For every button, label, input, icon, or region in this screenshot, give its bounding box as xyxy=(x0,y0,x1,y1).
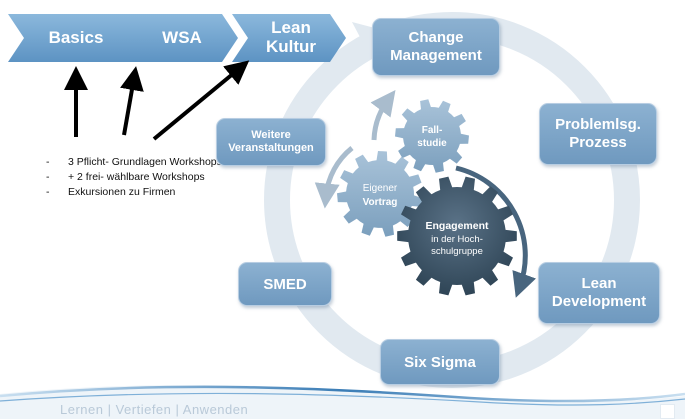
footer-wave-line-2 xyxy=(0,392,685,406)
chevron-lean-kultur-label: Lean Kultur xyxy=(265,18,317,56)
requirements-list: 3 Pflicht- Grundlagen Workshops + 2 frei… xyxy=(44,156,244,201)
gear-cycle-arrow-left xyxy=(314,146,354,209)
gear-cycle-arrow-right xyxy=(455,165,536,298)
chevron-wsa[interactable] xyxy=(120,14,238,62)
box-change-management[interactable]: Change Management xyxy=(372,18,500,76)
box-lean-development[interactable]: Lean Development xyxy=(538,262,660,324)
gear-engagement xyxy=(397,176,517,296)
chevron-lean-kultur[interactable] xyxy=(232,14,346,62)
box-weitere-veranstaltungen[interactable]: Weitere Veranstaltungen xyxy=(216,118,326,166)
gear-vortrag-label-bottom: Vortrag xyxy=(362,197,398,208)
footer-wave-line-1 xyxy=(0,385,685,403)
box-six-sigma[interactable]: Six Sigma xyxy=(380,339,500,385)
box-smed[interactable]: SMED xyxy=(238,262,332,306)
chevron-basics-label: Basics xyxy=(48,28,104,47)
arrow-to-lean-kultur xyxy=(152,60,250,141)
gear-engagement-subtitle: in der Hoch- schulgruppe xyxy=(431,234,483,257)
list-item: Exkursionen zu Firmen xyxy=(44,186,244,199)
gear-engagement-title: Engagement xyxy=(425,220,489,232)
gear-cycle-arrow-top xyxy=(370,90,396,141)
chevron-wsa-label: WSA xyxy=(162,28,202,47)
footer-slogan: Lernen | Vertiefen | Anwenden xyxy=(60,402,249,417)
list-item: + 2 frei- wählbare Workshops xyxy=(44,171,244,184)
chevron-basics[interactable] xyxy=(8,14,140,62)
gear-vortrag-label-top: Eigener xyxy=(362,183,398,194)
corner-marker xyxy=(660,404,675,419)
list-item: 3 Pflicht- Grundlagen Workshops xyxy=(44,156,244,169)
gear-eigener-vortrag xyxy=(337,151,423,237)
gear-fallstudie-label: Fall- studie xyxy=(417,125,447,149)
box-problemloesung-prozess[interactable]: Problemlsg. Prozess xyxy=(539,103,657,165)
gear-fallstudie xyxy=(395,99,469,173)
arrow-to-wsa xyxy=(120,66,144,136)
